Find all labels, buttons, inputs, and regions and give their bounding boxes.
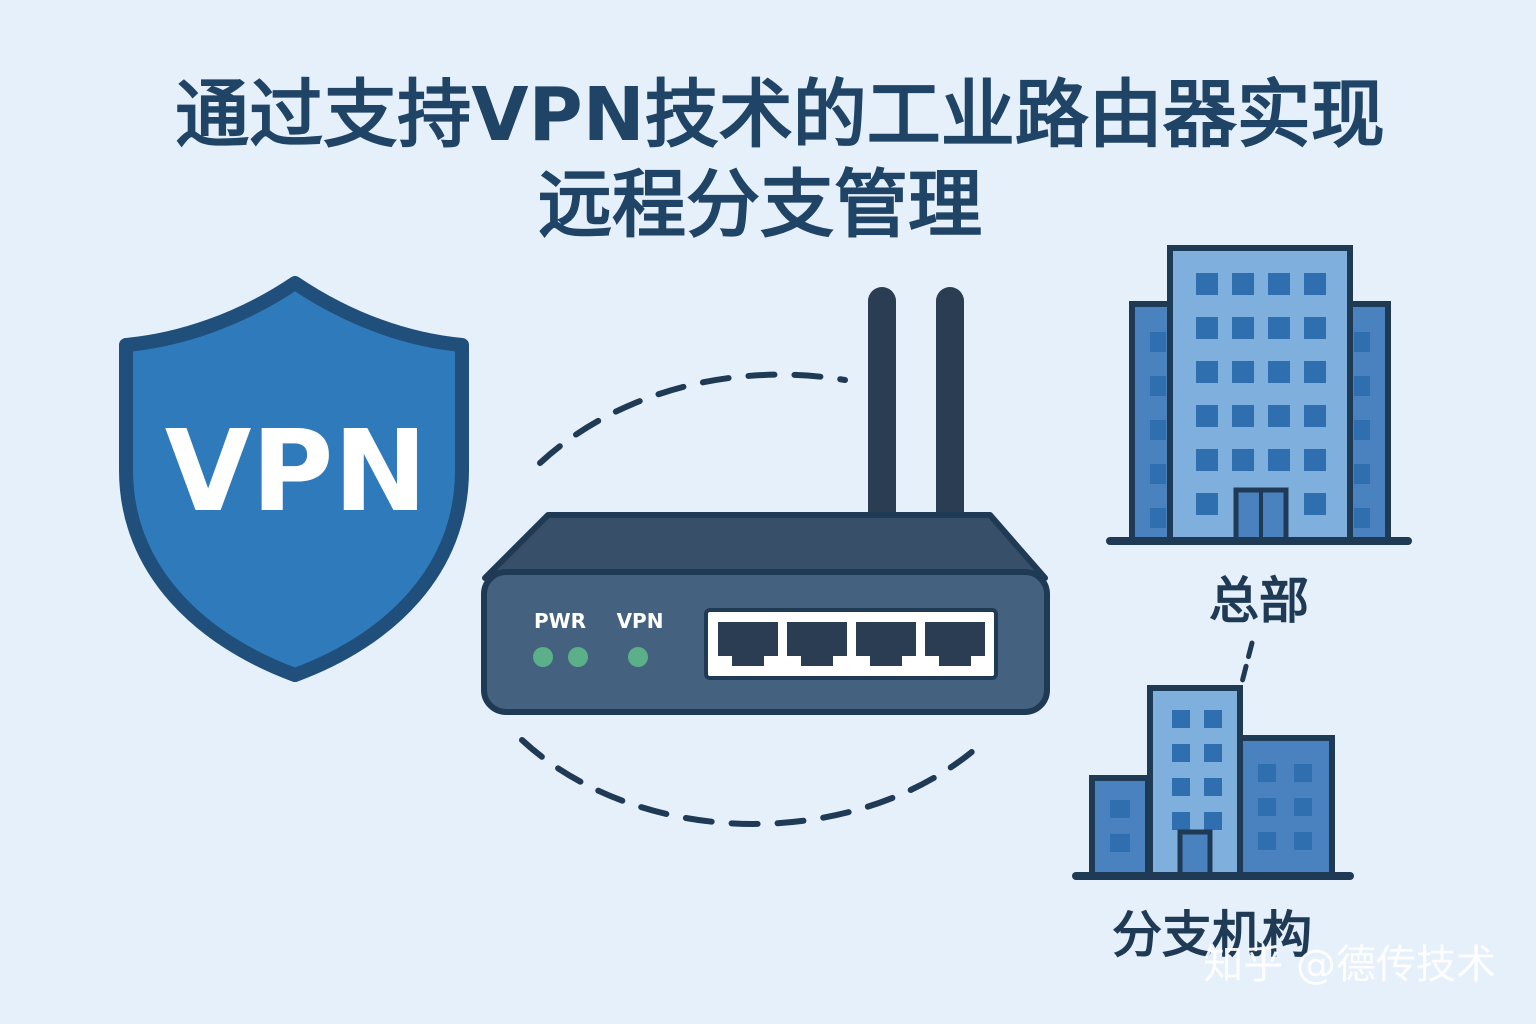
window	[1150, 420, 1166, 440]
window	[1196, 317, 1218, 339]
window	[1172, 744, 1190, 762]
led-label-pwr: PWR	[534, 609, 586, 633]
window	[1304, 405, 1326, 427]
window	[1304, 449, 1326, 471]
window	[1232, 449, 1254, 471]
ethernet-port	[856, 622, 916, 666]
window	[1204, 812, 1222, 830]
title-line-2: 远程分支管理	[538, 162, 982, 248]
window	[1172, 778, 1190, 796]
window	[1150, 376, 1166, 396]
office-buildings-icon	[1072, 685, 1354, 880]
window	[1196, 273, 1218, 295]
window	[1294, 764, 1312, 782]
window	[1150, 332, 1166, 352]
window	[1354, 376, 1370, 396]
window	[1304, 273, 1326, 295]
window	[1232, 317, 1254, 339]
window	[1232, 361, 1254, 383]
window	[1204, 744, 1222, 762]
window	[1268, 405, 1290, 427]
window	[1196, 493, 1218, 515]
window	[1172, 710, 1190, 728]
window	[1258, 798, 1276, 816]
led-label-vpn: VPN	[617, 609, 664, 633]
window	[1294, 798, 1312, 816]
window	[1268, 449, 1290, 471]
office-tower-icon	[1106, 245, 1412, 545]
shield-vpn-label: VPN	[165, 407, 428, 537]
window	[1268, 317, 1290, 339]
window	[1354, 464, 1370, 484]
title-line-1: 通过支持VPN技术的工业路由器实现	[175, 72, 1384, 158]
window	[1268, 361, 1290, 383]
window	[1196, 361, 1218, 383]
window	[1304, 361, 1326, 383]
window	[1258, 764, 1276, 782]
connection-ring	[519, 371, 983, 827]
watermark: 知乎 @德传技术	[1203, 942, 1496, 988]
window	[1196, 449, 1218, 471]
window	[1204, 710, 1222, 728]
window	[1268, 273, 1290, 295]
antenna-right	[936, 287, 964, 549]
window	[1304, 493, 1326, 515]
window	[1354, 420, 1370, 440]
window	[1172, 812, 1190, 830]
port-panel	[704, 608, 998, 680]
window	[1354, 508, 1370, 528]
hq-branch-link	[1237, 640, 1255, 693]
window	[1110, 800, 1130, 818]
window	[1354, 332, 1370, 352]
window	[1150, 508, 1166, 528]
window	[1294, 832, 1312, 850]
window	[1232, 273, 1254, 295]
ethernet-port	[925, 622, 985, 666]
window	[1110, 834, 1130, 852]
ethernet-port	[718, 622, 778, 666]
antenna-left	[868, 287, 896, 549]
window	[1150, 464, 1166, 484]
led-vpn	[628, 647, 648, 667]
router-icon: PWR VPN	[481, 287, 1050, 715]
branch-label: 分支机构	[1112, 906, 1312, 964]
window	[1304, 317, 1326, 339]
led-pwr-2	[568, 647, 588, 667]
ethernet-ports	[718, 622, 985, 666]
shield-icon: VPN	[119, 276, 469, 682]
led-pwr-1	[533, 647, 553, 667]
headquarters-label: 总部	[1209, 572, 1309, 630]
window	[1258, 832, 1276, 850]
window	[1232, 405, 1254, 427]
window	[1196, 405, 1218, 427]
window	[1204, 778, 1222, 796]
ethernet-port	[787, 622, 847, 666]
